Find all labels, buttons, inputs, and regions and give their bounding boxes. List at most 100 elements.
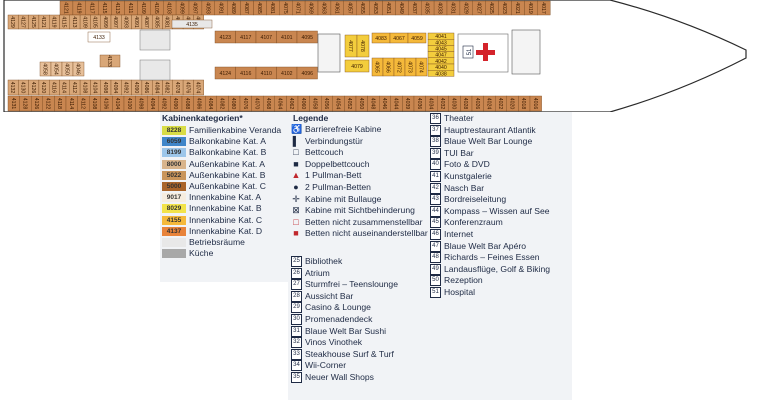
cabin-number: 4129 xyxy=(9,16,15,28)
legend-symbol-icon: ▌ xyxy=(292,135,300,146)
cabin-number: 4080 xyxy=(230,98,236,110)
cabin-number: 4058 xyxy=(42,63,48,75)
cabin-top xyxy=(537,0,551,16)
cabin-number: 4103 xyxy=(166,2,172,14)
cabin-mid xyxy=(356,34,370,58)
place-label: Vinos Vinothek xyxy=(305,337,363,348)
cabin-number: 4098 xyxy=(102,82,108,94)
category-swatch: 8029 xyxy=(162,204,186,214)
cabin-number: 4037 xyxy=(411,2,417,14)
place-number: 46 xyxy=(430,229,441,240)
cabin-number: 4120 xyxy=(40,82,46,94)
cabin-number: 4063 xyxy=(320,2,326,14)
cabin-number: 4098 xyxy=(137,98,143,110)
cabin-number: 4046 xyxy=(381,98,387,110)
place-label: TUI Bar xyxy=(444,147,474,158)
cabin-number: 4116 xyxy=(50,82,56,93)
cabin-number: 4064 xyxy=(277,98,283,110)
stair-left-top xyxy=(139,29,171,51)
cabin-number: 4050 xyxy=(64,63,70,75)
category-swatch xyxy=(162,249,186,259)
cabin-number: 4091 xyxy=(133,16,139,28)
cabin-right-stack xyxy=(427,69,455,77)
cabin-number: 4053 xyxy=(372,2,378,14)
cabin-number: 4099 xyxy=(102,16,108,28)
place-number: 27 xyxy=(291,279,302,291)
legend-symbol-icon: ■ xyxy=(293,228,299,239)
cabin-number: 4076 xyxy=(184,82,190,94)
cabin-number: 4130 xyxy=(19,82,25,94)
cabin-number: 4027 xyxy=(475,2,481,14)
place-label: Theater xyxy=(444,113,474,123)
category-swatch: 4137 xyxy=(162,226,186,236)
cabin-number: 4072 xyxy=(396,61,402,73)
place-label: Hospital xyxy=(444,287,476,297)
cabin-number: 4078 xyxy=(174,82,180,94)
place-label: Blaue Welt Bar Lounge xyxy=(444,136,533,147)
cabin-number: 4054 xyxy=(53,63,59,75)
place-label: Bordreiseleitung xyxy=(444,194,507,205)
category-label: Balkonkabine Kat. A xyxy=(189,136,266,147)
place-label: Kompass – Wissen auf See xyxy=(444,205,550,216)
cabin-number: 4094 xyxy=(112,82,118,94)
place-label: Promenadendeck xyxy=(305,314,373,324)
category-swatch: 8000 xyxy=(162,159,186,169)
place-number: 34 xyxy=(291,360,302,372)
cabin-number: 4036 xyxy=(416,98,422,110)
place-label: Kunstgalerie xyxy=(444,171,492,181)
cabin-number: 4031 xyxy=(449,2,455,14)
cabin-number: 4096 xyxy=(301,71,313,77)
cabin-number: 4090 xyxy=(133,82,139,94)
hospital-number: 51 xyxy=(467,48,473,55)
cabin-number: 4123 xyxy=(219,35,231,41)
cabin-number: 4110 xyxy=(261,71,272,77)
legend-symbol-label: Betten nicht auseinanderstellbar xyxy=(305,228,428,239)
cabin-number: 4109 xyxy=(81,16,87,28)
cabin-number: 4043 xyxy=(435,40,447,46)
category-swatch: 9017 xyxy=(162,193,186,203)
legend-symbol-icon: □ xyxy=(293,147,299,158)
cabin-number: 4105 xyxy=(153,2,159,14)
cabin-number: 4133 xyxy=(93,35,105,41)
place-number: 51 xyxy=(430,287,441,298)
place-number: 33 xyxy=(291,348,302,360)
category-swatch: 8228 xyxy=(162,126,186,135)
legend-symbol-icon: ♿ xyxy=(291,124,303,134)
category-title: Kabinenkategorien* xyxy=(162,113,243,123)
legend-symbol-icon: ✛ xyxy=(292,193,300,204)
cabin-number: 4084 xyxy=(153,82,159,94)
cabin-inner-bottom xyxy=(193,79,204,96)
cabin-number: 4081 xyxy=(269,2,275,14)
place-label: Casino & Lounge xyxy=(305,302,371,313)
cabin-number: 4075 xyxy=(282,2,288,14)
cabin-number: 4113 xyxy=(114,2,120,13)
cabin-number: 4133 xyxy=(106,55,112,67)
cabin-number: 4082 xyxy=(219,98,225,110)
cabin-number: 4030 xyxy=(451,98,457,110)
cabin-number: 4115 xyxy=(61,16,67,27)
category-label: Balkonkabine Kat. B xyxy=(189,147,267,158)
cabin-left-room-2 xyxy=(99,54,121,68)
place-number: 42 xyxy=(430,182,441,194)
cabin-number: 4069 xyxy=(308,2,314,14)
cabin-number: 4078 xyxy=(359,40,365,52)
place-label: Rezeption xyxy=(444,275,483,286)
place-number: 40 xyxy=(430,159,441,171)
legend-title: Legende xyxy=(293,113,329,123)
place-number: 47 xyxy=(430,240,441,252)
cabin-number: 4018 xyxy=(520,98,526,110)
cabin-number: 4126 xyxy=(33,98,39,110)
legend-symbol-label: 1 Pullman-Bett xyxy=(305,170,362,181)
cabin-number: 4114 xyxy=(68,98,74,109)
cabin-number: 4108 xyxy=(81,82,87,94)
place-label: Steakhouse Surf & Turf xyxy=(305,348,394,359)
cabin-number: 4016 xyxy=(532,98,538,110)
cabin-number: 4085 xyxy=(256,2,262,14)
cabin-number: 4132 xyxy=(9,82,15,94)
cabin-number: 4087 xyxy=(143,16,149,28)
cabin-number: 4126 xyxy=(30,82,36,94)
place-label: Atrium xyxy=(305,267,330,278)
cabin-number: 4118 xyxy=(56,98,62,109)
category-swatch xyxy=(162,238,186,247)
